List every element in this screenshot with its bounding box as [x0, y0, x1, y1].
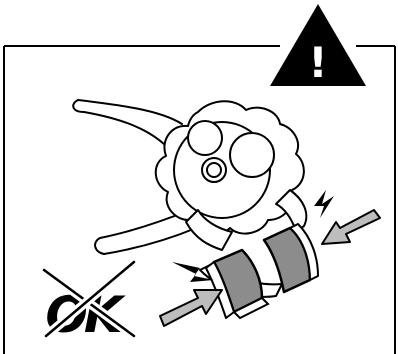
warning-exclamation: ! [308, 38, 327, 87]
right-clip [264, 224, 318, 292]
ok-label: OK [45, 286, 126, 344]
push-arrow-left [160, 290, 222, 326]
left-clip [206, 250, 268, 318]
warning-triangle-icon: ! [270, 4, 366, 87]
crossed-ok-icon: OK [44, 262, 134, 344]
push-arrow-right [322, 210, 380, 244]
